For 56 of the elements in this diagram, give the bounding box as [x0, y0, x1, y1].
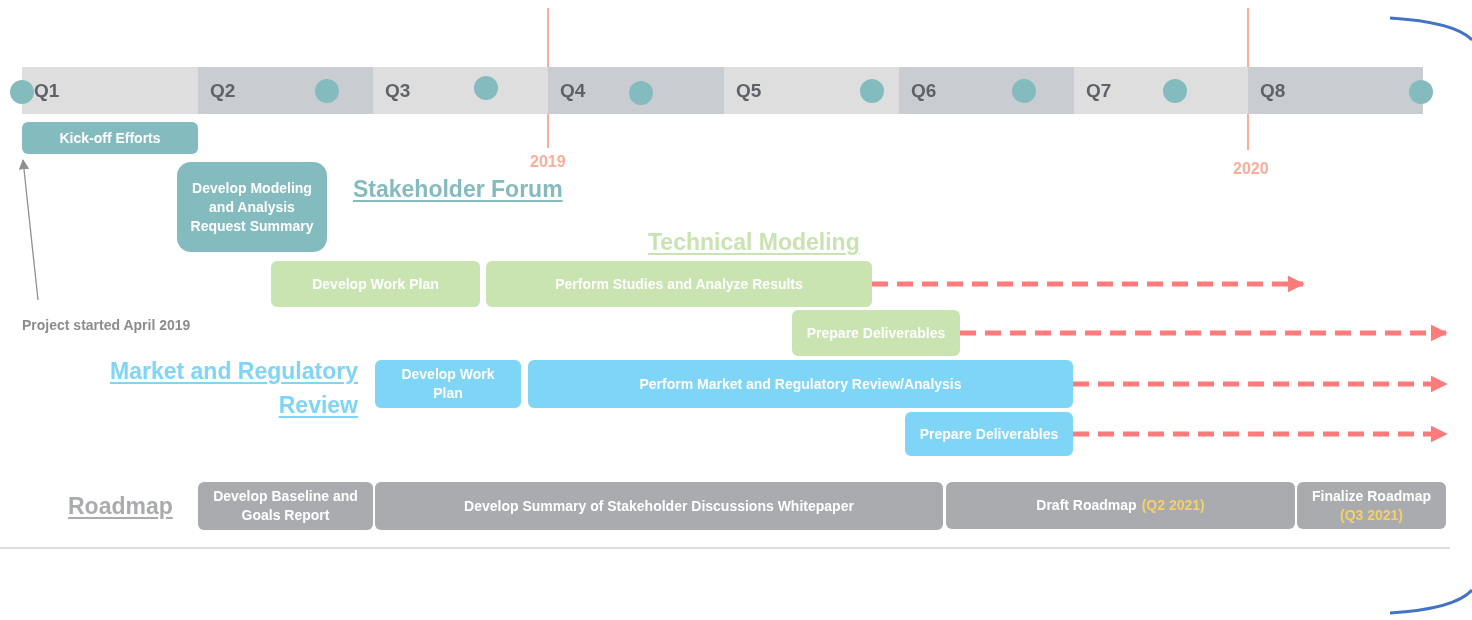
leader-line [18, 158, 39, 301]
quarter-band [22, 67, 198, 114]
milestone-dot [10, 80, 34, 104]
task-bar [375, 360, 521, 408]
task-label: Develop Baseline and Goals Report [212, 487, 359, 525]
task-bar [271, 261, 480, 307]
quarter-band [1248, 67, 1423, 114]
quarter-band [198, 67, 373, 114]
dashed-arrow [1073, 375, 1448, 393]
quarter-band [373, 67, 548, 114]
task-label: Draft Roadmap [1036, 496, 1137, 515]
note-text: Project started April 2019 [22, 314, 222, 336]
year-label: 2019 [530, 152, 567, 172]
task-bar [946, 482, 1295, 529]
quarter-band [548, 67, 724, 114]
quarter-band [899, 67, 1074, 114]
milestone-dot [1409, 80, 1433, 104]
section-heading: Market and Regulatory Review [109, 357, 358, 420]
quarter-label: Q1 [34, 81, 60, 100]
task-bar [528, 360, 1073, 408]
task-bar [905, 412, 1073, 456]
task-label: Prepare Deliverables [806, 323, 946, 343]
dashed-arrow [872, 275, 1305, 293]
task-label: (Q2 2021) [1141, 496, 1205, 515]
section-heading: Technical Modeling [648, 228, 861, 257]
quarter-label: Q4 [560, 81, 586, 100]
dashed-arrow [960, 324, 1448, 342]
quarter-band [724, 67, 899, 114]
task-label: Perform Studies and Analyze Results [555, 274, 803, 294]
task-bar [375, 482, 943, 530]
quarter-label: Q5 [736, 81, 762, 100]
quarter-band [1074, 67, 1248, 114]
year-label: 2020 [1233, 159, 1270, 179]
task-bar [198, 482, 373, 530]
task-bar [22, 122, 198, 154]
section-heading: Roadmap [68, 492, 174, 521]
task-label: Finalize Roadmap [1312, 486, 1431, 506]
quarter-label: Q8 [1260, 81, 1286, 100]
task-label: Develop Modeling and Analysis Request Summary [189, 178, 315, 236]
task-label: Develop Work Plan [312, 274, 439, 294]
quarter-label: Q3 [385, 81, 411, 100]
quarter-label: Q7 [1086, 81, 1112, 100]
task-bar [792, 310, 960, 356]
task-label: Prepare Deliverables [919, 424, 1059, 444]
task-label: Develop Work Plan [400, 365, 496, 403]
task-label: Develop Summary of Stakeholder Discussions Whitepaper [464, 496, 854, 516]
task-bar [1297, 482, 1446, 529]
task-label: Kick-off Efforts [59, 128, 161, 148]
quarter-label: Q6 [911, 81, 937, 100]
task-bar [177, 162, 327, 252]
task-label: Perform Market and Regulatory Review/Analysis [639, 374, 962, 394]
task-bar [486, 261, 872, 307]
dashed-arrow [1073, 425, 1448, 443]
task-label: (Q3 2021) [1339, 505, 1403, 525]
section-heading: Stakeholder Forum [353, 175, 564, 204]
quarter-label: Q2 [210, 81, 236, 100]
